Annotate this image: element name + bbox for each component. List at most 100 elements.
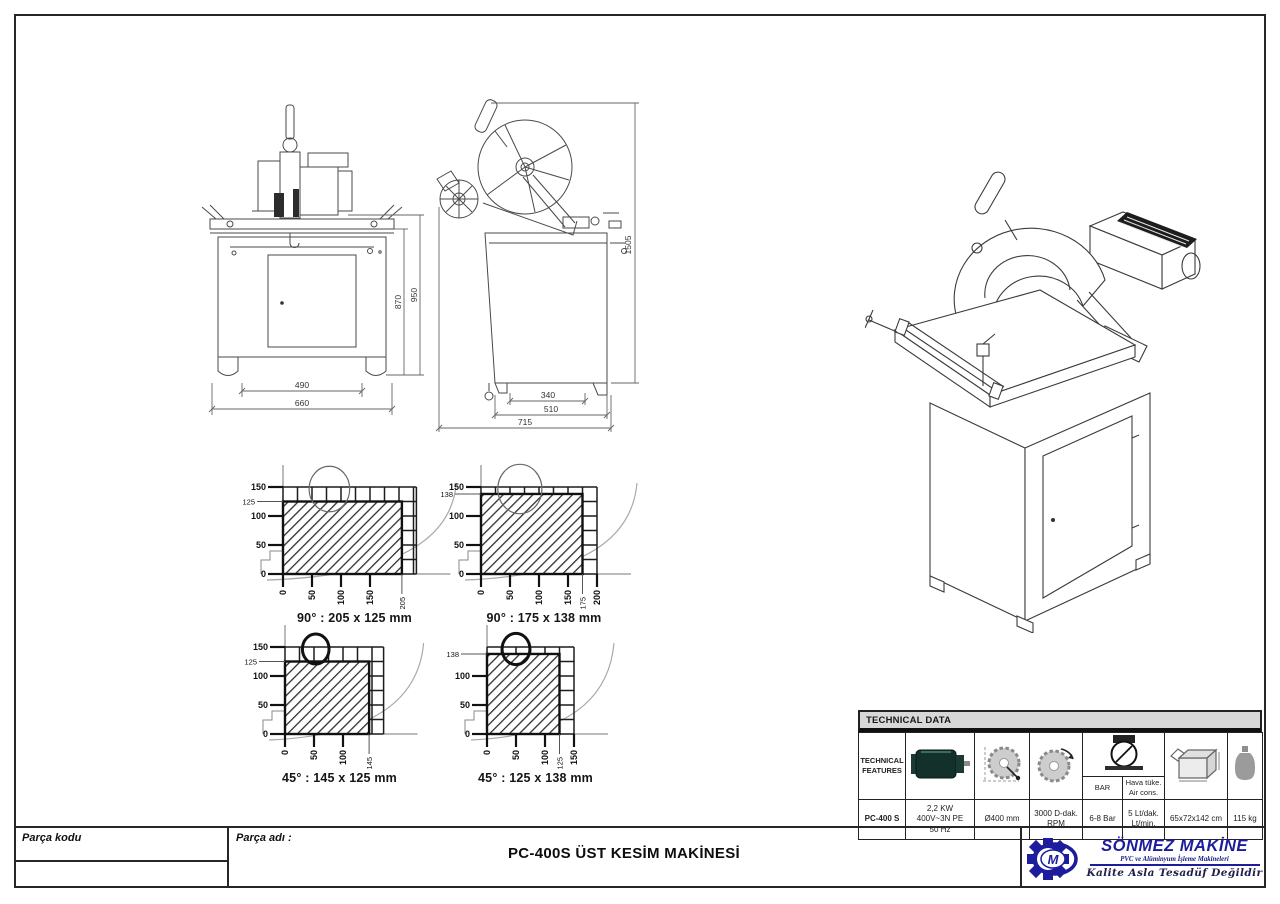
svg-text:0: 0 [263, 729, 268, 739]
side-view-dimensions [435, 102, 639, 432]
logo-monogram: M [1048, 852, 1060, 867]
front-view-drawing: 490 660 870 950 [201, 104, 424, 415]
svg-text:100: 100 [449, 511, 464, 521]
part-name-label: Parça adı : [236, 832, 292, 844]
svg-text:205: 205 [398, 597, 407, 610]
capacity-caption: 45° : 145 x 125 mm [282, 771, 397, 785]
svg-text:138: 138 [447, 650, 459, 659]
dim-label: 1505 [623, 235, 633, 254]
blade-rpm-icon-cell [1029, 732, 1083, 800]
capacity-caption: 90° : 175 x 138 mm [486, 611, 602, 625]
svg-text:100: 100 [251, 511, 266, 521]
svg-text:100: 100 [534, 590, 544, 605]
svg-text:138: 138 [441, 490, 453, 499]
pressure-gauge-icon [1104, 735, 1143, 770]
weight-icon [1235, 746, 1255, 781]
page-title: PC-400S ÜST KESİM MAKİNESİ [507, 845, 740, 862]
front-view-dimensions [208, 214, 424, 415]
motor-power: 2,2 KW [926, 803, 954, 813]
svg-text:50: 50 [511, 750, 521, 760]
svg-text:0: 0 [280, 750, 290, 755]
motor-icon [911, 749, 970, 779]
dim-label: 660 [295, 398, 309, 408]
brand-rule [1089, 864, 1260, 867]
svg-text:150: 150 [251, 482, 266, 492]
svg-text:125: 125 [243, 498, 255, 507]
air-label-line2: Air cons. [1128, 788, 1159, 798]
rpm-cell: 3000 D-dak. RPM [1029, 798, 1083, 840]
title-block-divider [14, 826, 1266, 828]
svg-text:0: 0 [459, 569, 464, 579]
dim-label: 950 [409, 288, 419, 302]
svg-text:175: 175 [579, 597, 588, 610]
motor-voltage: 400V~3N PE [916, 814, 964, 824]
svg-text:150: 150 [253, 642, 268, 652]
title-block-divider [227, 826, 229, 888]
svg-text:100: 100 [540, 750, 550, 765]
brand-logo: M SÖNMEZ MAKİNE PVC ve Alüminyum İşleme … [1026, 831, 1264, 886]
svg-text:50: 50 [505, 590, 515, 600]
title-block-divider [14, 860, 229, 862]
air-label-line1: Hava tüke. [1125, 778, 1162, 788]
svg-text:0: 0 [278, 590, 288, 595]
motor-value-cell: 2,2 KW 400V~3N PE 50 Hz [905, 798, 975, 840]
weight-cell: 115 kg [1227, 798, 1263, 840]
svg-text:0: 0 [465, 729, 470, 739]
rpm-value: 3000 D-dak. [1034, 809, 1078, 818]
package-dimensions-icon [1170, 748, 1220, 782]
svg-text:50: 50 [258, 700, 268, 710]
side-view-drawing: 340 510 715 1505 [435, 99, 639, 432]
brand-slogan: Kalite Asla Tesadüf Değildir [1086, 867, 1263, 880]
svg-text:50: 50 [454, 540, 464, 550]
dim-label: 340 [541, 390, 555, 400]
sheet-frame [14, 14, 1266, 888]
gear-monogram-icon: M [1027, 837, 1078, 880]
svg-text:100: 100 [336, 590, 346, 605]
svg-text:50: 50 [460, 700, 470, 710]
dim-label: 715 [518, 417, 532, 427]
svg-text:0: 0 [476, 590, 486, 595]
rpm-unit: RPM [1047, 819, 1065, 829]
bar-label-cell: BAR [1082, 776, 1123, 800]
svg-text:50: 50 [307, 590, 317, 600]
svg-text:50: 50 [256, 540, 266, 550]
part-code-label: Parça kodu [22, 832, 82, 844]
technical-data-header: TECHNICAL DATA [858, 710, 1262, 732]
svg-text:100: 100 [338, 750, 348, 765]
dim-label: 510 [544, 404, 558, 414]
capacity-caption: 45° : 125 x 138 mm [478, 771, 593, 785]
dimensions-cell: 65x72x142 cm [1164, 798, 1228, 840]
brand-subtitle: PVC ve Alüminyum İşleme Makineleri [1120, 856, 1229, 864]
svg-text:125: 125 [245, 658, 257, 667]
svg-text:145: 145 [365, 757, 374, 770]
svg-text:125: 125 [556, 757, 565, 770]
saw-blade-rpm-icon [1037, 748, 1074, 783]
title-block-divider [1020, 826, 1022, 888]
svg-text:50: 50 [309, 750, 319, 760]
capacity-caption: 90° : 205 x 125 mm [297, 611, 412, 625]
motor-frequency: 50 Hz [929, 824, 951, 834]
dim-label: 870 [393, 295, 403, 309]
dim-label: 490 [295, 380, 309, 390]
svg-text:150: 150 [563, 590, 573, 605]
svg-text:0: 0 [261, 569, 266, 579]
weight-icon-cell [1227, 732, 1263, 800]
air-value-line1: 5 Lt/dak. [1128, 809, 1159, 818]
air-value-cell: 5 Lt/dak. Lt/min. [1122, 798, 1165, 840]
dimensions-icon-cell [1164, 732, 1228, 800]
pressure-gauge-icon-cell [1082, 731, 1165, 778]
motor-icon-cell [905, 732, 975, 800]
brand-name: SÖNMEZ MAKİNE [1101, 836, 1248, 855]
model-cell: PC-400 S [858, 798, 906, 840]
svg-text:150: 150 [569, 750, 579, 765]
features-label-cell: TECHNICAL FEATURES [858, 732, 906, 800]
